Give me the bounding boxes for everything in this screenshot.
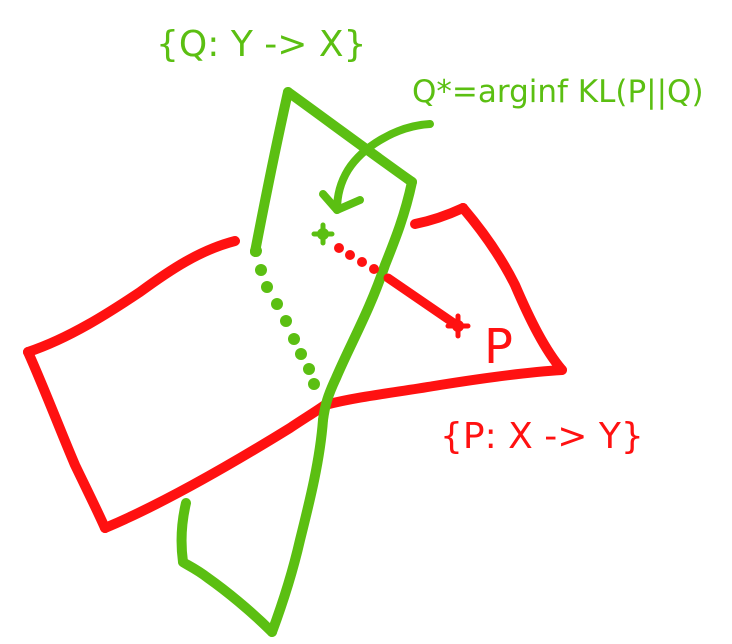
p-family-label: {P: X -> Y} [440, 416, 644, 457]
projection-line [334, 243, 463, 331]
p-manifold-top-right-edge [410, 203, 468, 229]
annotation-arrow-shaft [333, 120, 434, 214]
p-manifold-left-top-edge [23, 236, 240, 357]
q-manifold [176, 87, 417, 637]
q-manifold-bottom-edge [178, 557, 277, 637]
q-star-point-marker [311, 222, 335, 246]
q-star-definition-label: Q*=arginf KL(P||Q) [412, 74, 704, 110]
q-manifold-right-edge [318, 177, 417, 425]
p-point-marker [445, 313, 471, 339]
p-manifold-left-edge [23, 347, 110, 533]
p-manifold-lower-edge [320, 365, 567, 410]
annotation-arrow [319, 120, 434, 214]
q-family-label: {Q: Y -> X} [156, 24, 367, 65]
q-manifold-hidden-dots [250, 245, 320, 390]
projection-dotted-segment [334, 243, 379, 274]
q-manifold-lower-right-edge [267, 415, 328, 637]
annotation-arrowhead [319, 190, 364, 214]
p-manifold-right-edge [458, 203, 567, 375]
p-manifold [23, 203, 567, 533]
p-manifold-bottom-edge [100, 400, 330, 533]
p-point-label: P [484, 319, 513, 375]
q-manifold-top-edge [283, 87, 417, 187]
projection-solid-segment [383, 273, 463, 331]
q-manifold-left-edge [250, 87, 293, 257]
q-manifold-lower-left-edge [176, 498, 191, 567]
